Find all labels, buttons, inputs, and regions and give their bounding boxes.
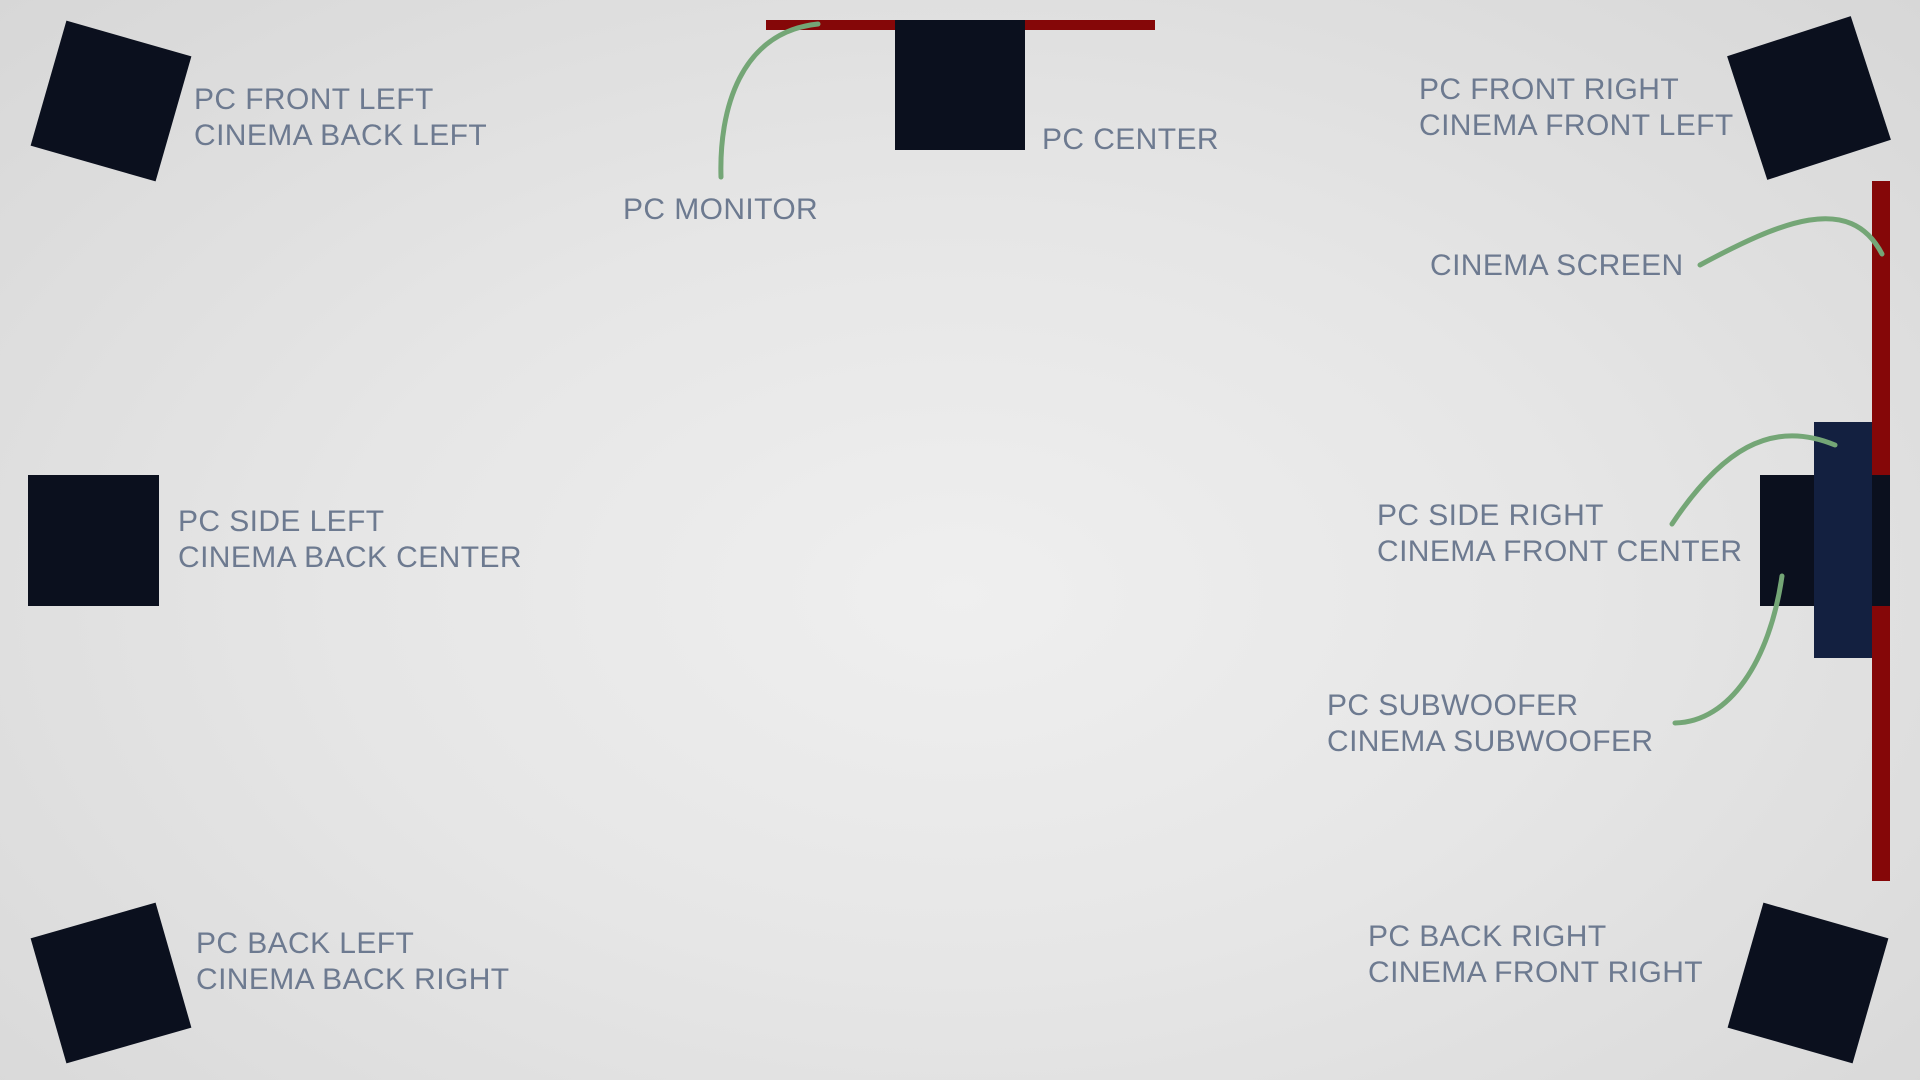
- leader-line-pc-monitor: [718, 21, 821, 180]
- label-back-left: PC BACK LEFT CINEMA BACK RIGHT: [196, 926, 510, 998]
- label-pc-center-text: PC CENTER: [1042, 123, 1219, 156]
- leader-line-subwoofer: [1672, 573, 1785, 726]
- label-front-right: PC FRONT RIGHT CINEMA FRONT LEFT: [1419, 72, 1734, 144]
- label-cinema-screen-text: CINEMA SCREEN: [1430, 249, 1684, 282]
- speaker-back-left: [30, 902, 192, 1064]
- label-cinema-screen: CINEMA SCREEN: [1430, 248, 1684, 284]
- label-back-right-line1: PC BACK RIGHT: [1368, 920, 1607, 953]
- label-front-left-line2: CINEMA BACK LEFT: [194, 119, 488, 152]
- leader-line-side-right: [1669, 433, 1838, 527]
- subwoofer-box: [1814, 422, 1872, 658]
- label-subwoofer: PC SUBWOOFER CINEMA SUBWOOFER: [1327, 688, 1653, 760]
- label-back-left-line1: PC BACK LEFT: [196, 927, 415, 960]
- speaker-pc-center: [895, 20, 1025, 150]
- label-back-right-line2: CINEMA FRONT RIGHT: [1368, 956, 1703, 989]
- label-back-left-line2: CINEMA BACK RIGHT: [196, 963, 510, 996]
- label-pc-center: PC CENTER: [1042, 122, 1219, 158]
- label-side-left-line2: CINEMA BACK CENTER: [178, 541, 522, 574]
- label-front-left-line1: PC FRONT LEFT: [194, 83, 434, 116]
- label-front-right-line2: CINEMA FRONT LEFT: [1419, 109, 1734, 142]
- speaker-side-left: [28, 475, 159, 606]
- label-side-right-line1: PC SIDE RIGHT: [1377, 499, 1604, 532]
- label-subwoofer-line1: PC SUBWOOFER: [1327, 689, 1579, 722]
- label-front-right-line1: PC FRONT RIGHT: [1419, 73, 1680, 106]
- label-side-left-line1: PC SIDE LEFT: [178, 505, 385, 538]
- label-pc-monitor-text: PC MONITOR: [623, 193, 819, 226]
- label-front-left: PC FRONT LEFT CINEMA BACK LEFT: [194, 82, 487, 154]
- label-side-left: PC SIDE LEFT CINEMA BACK CENTER: [178, 504, 522, 576]
- label-back-right: PC BACK RIGHT CINEMA FRONT RIGHT: [1368, 919, 1703, 991]
- label-side-right: PC SIDE RIGHT CINEMA FRONT CENTER: [1377, 498, 1742, 570]
- leader-line-cinema-screen: [1697, 216, 1885, 268]
- speaker-back-right: [1727, 902, 1889, 1064]
- label-pc-monitor: PC MONITOR: [623, 192, 818, 228]
- speaker-front-right: [1727, 16, 1891, 180]
- label-side-right-line2: CINEMA FRONT CENTER: [1377, 535, 1743, 568]
- label-subwoofer-line2: CINEMA SUBWOOFER: [1327, 725, 1654, 758]
- speaker-front-left: [30, 20, 192, 182]
